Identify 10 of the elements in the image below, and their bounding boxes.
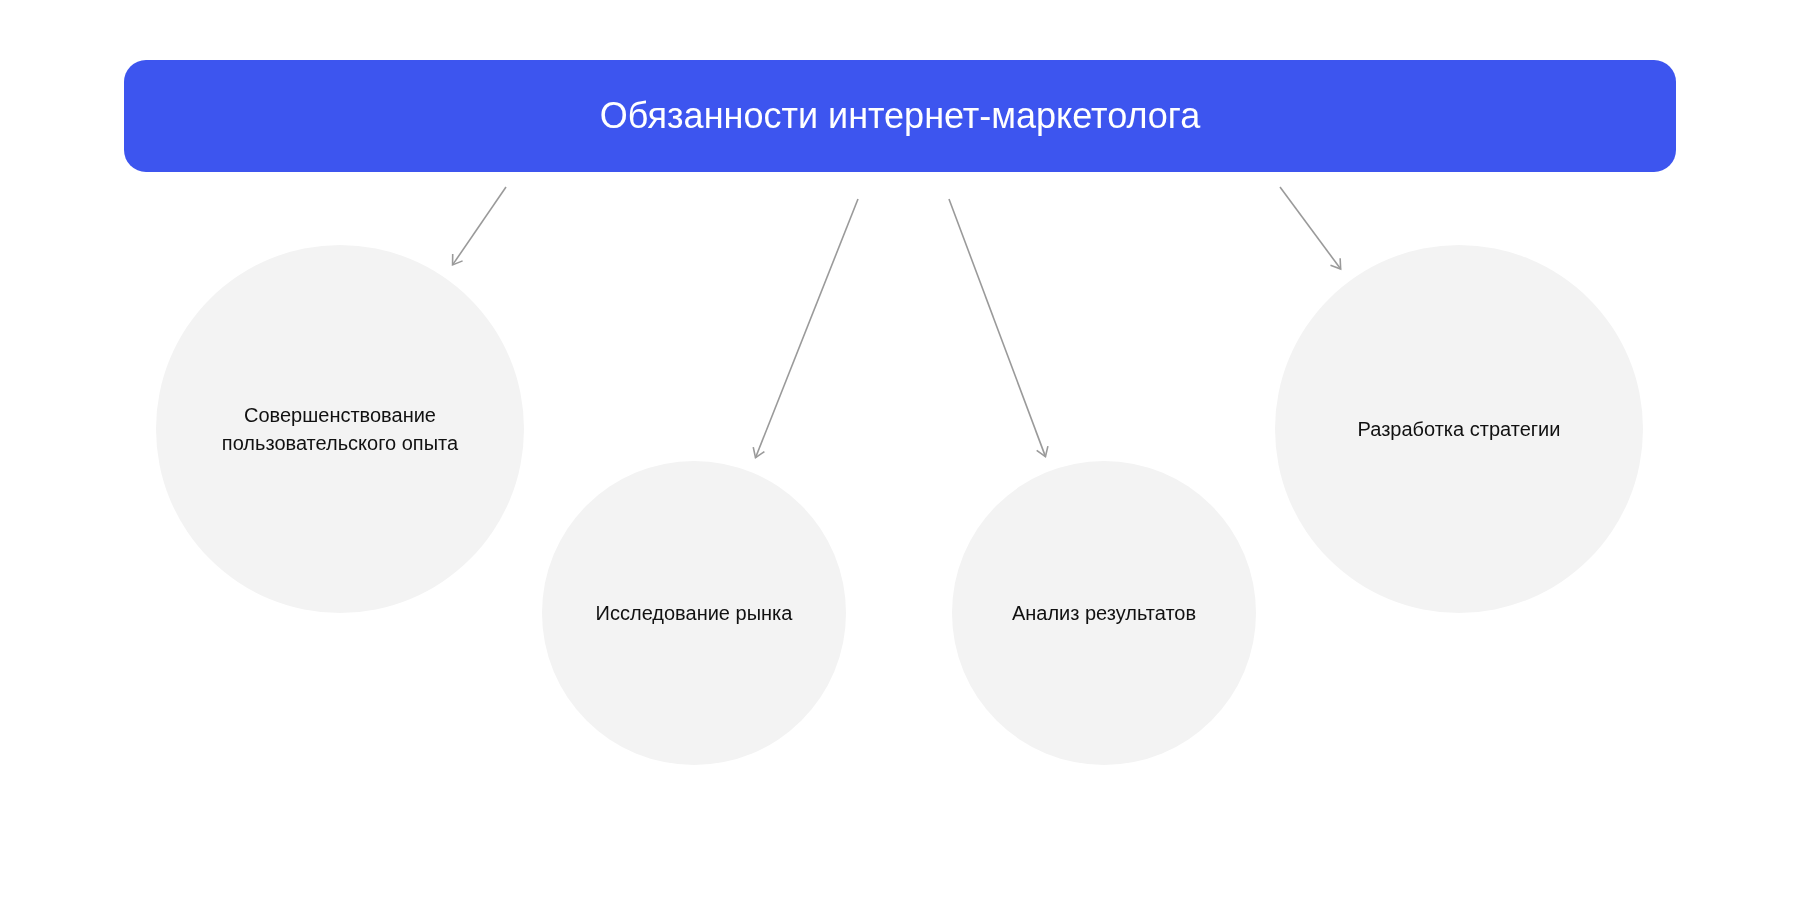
topic-label: Исследование рынка (595, 601, 793, 626)
arrow (948, 198, 1049, 458)
title-text: Обязанности интернет-маркетолога (599, 94, 1201, 138)
topic-label: Совершенствование пользовательского опыта (220, 403, 460, 456)
topic-label: Разработка стратегии (1357, 417, 1561, 442)
arrow (451, 186, 507, 266)
title-banner (124, 60, 1676, 172)
arrow (1279, 186, 1342, 270)
topic-label: Анализ результатов (1011, 601, 1197, 626)
arrow (752, 198, 859, 459)
